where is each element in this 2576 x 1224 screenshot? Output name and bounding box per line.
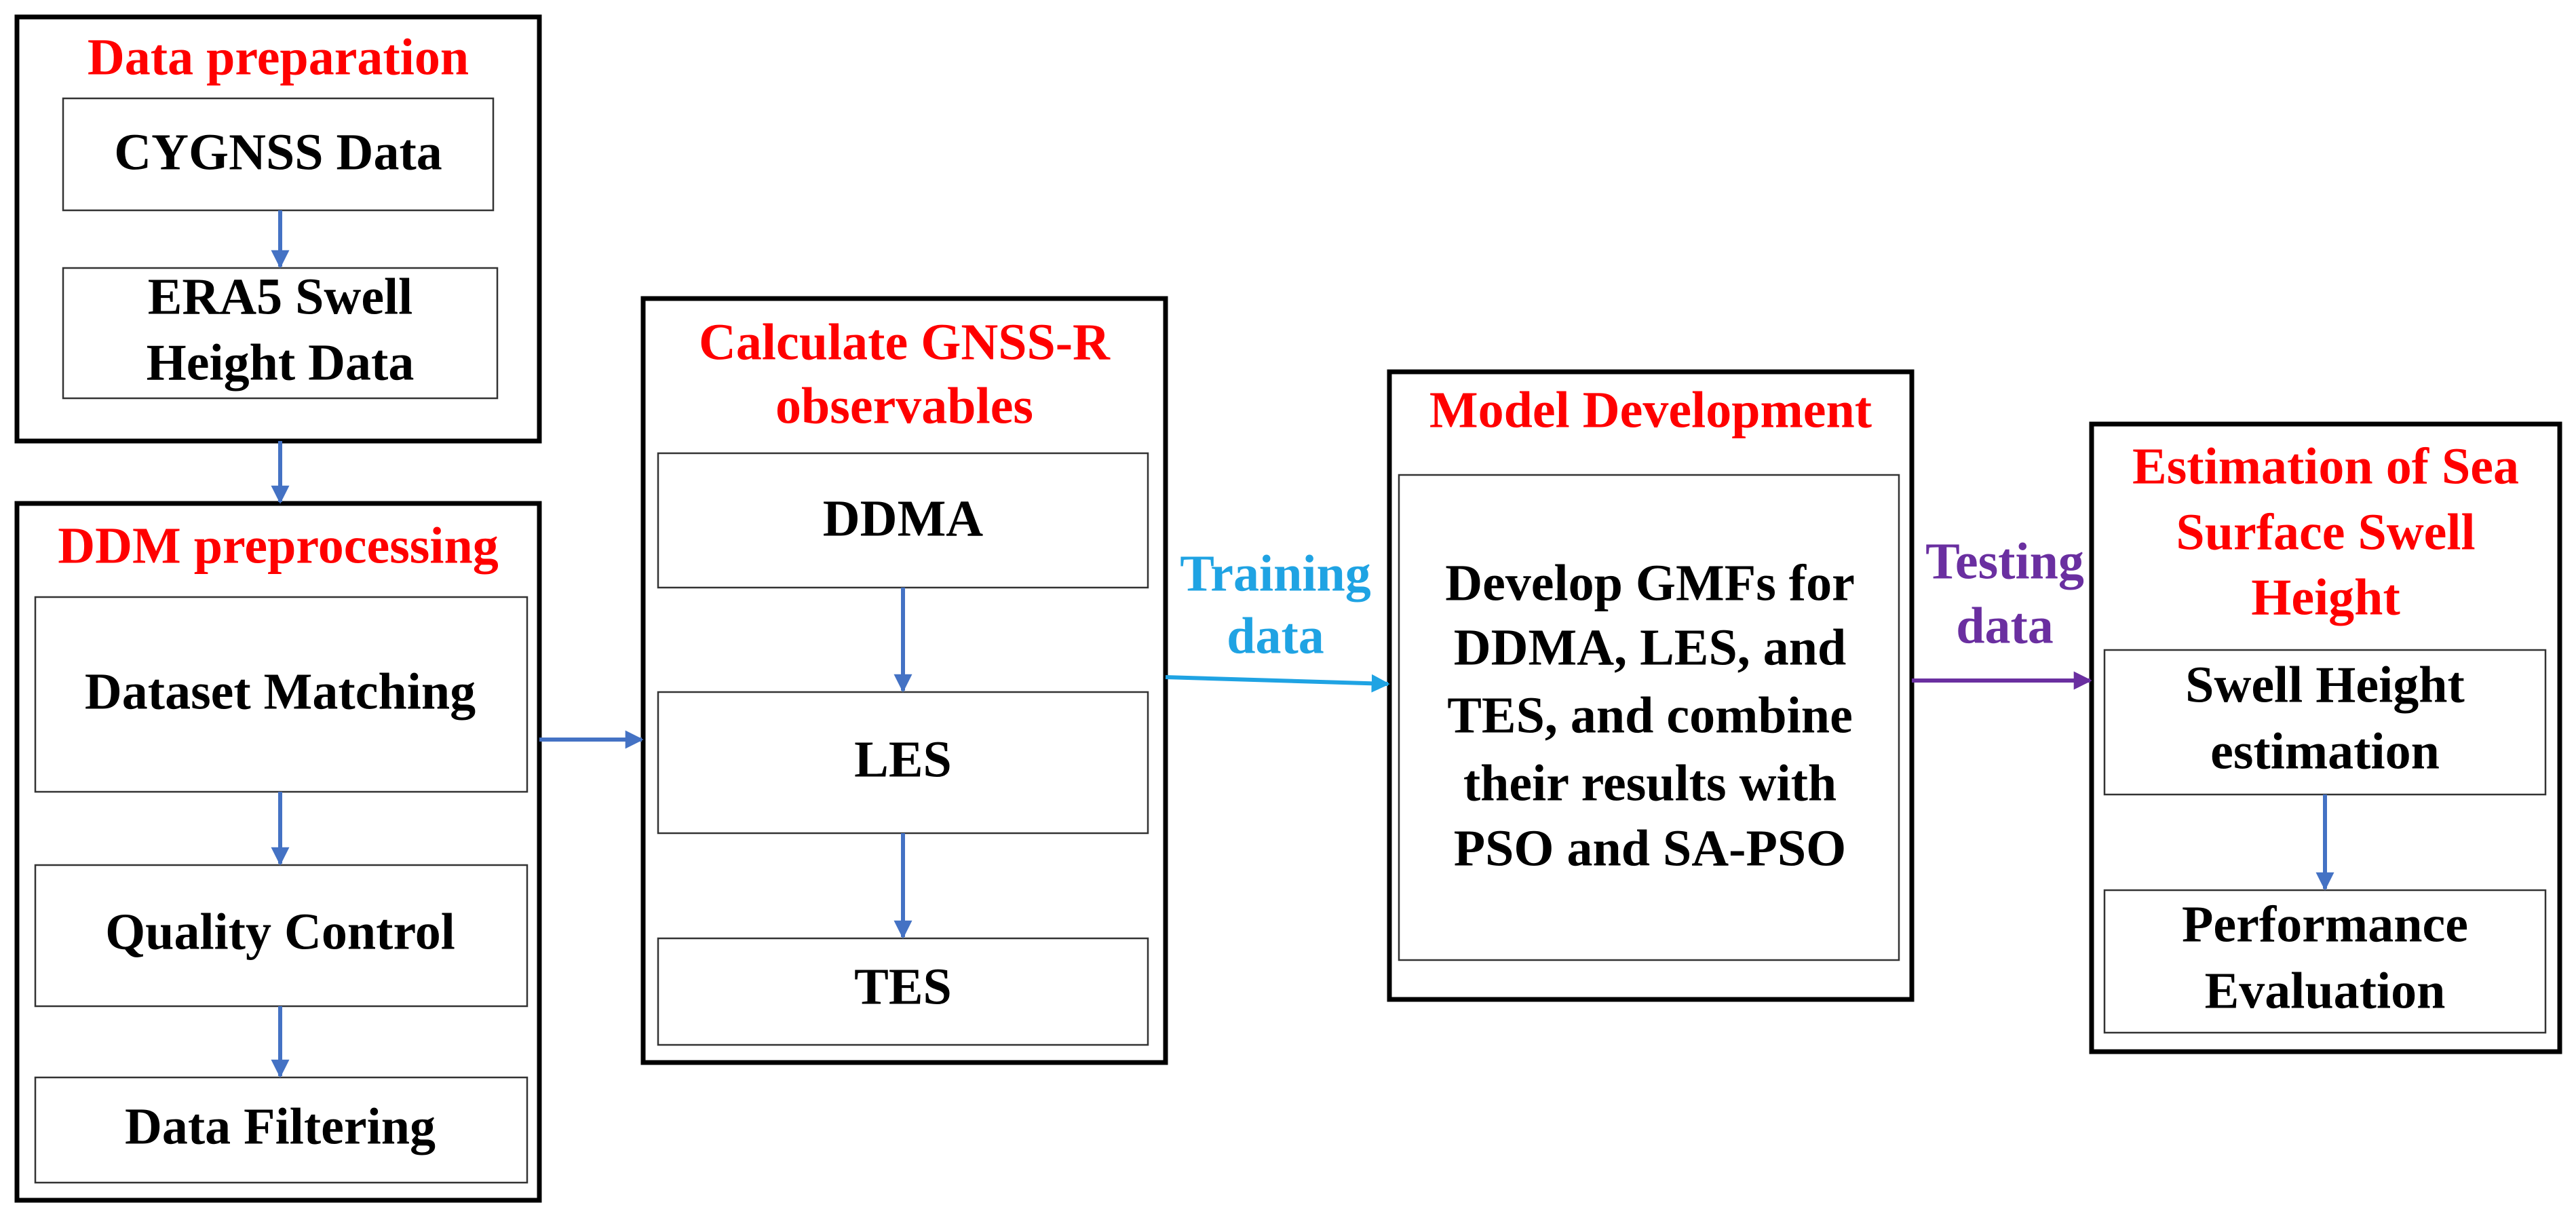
develop-gmfs-line2: DDMA, LES, and (1454, 619, 1847, 676)
data-preparation-title: Data preparation (88, 28, 469, 85)
tes-box (657, 937, 1149, 1046)
performance-evaluation-line1: Performance (2182, 896, 2468, 953)
tes-label: TES (854, 958, 952, 1015)
data-preparation-group: Data preparation CYGNSS Data ERA5 Swell … (14, 14, 542, 444)
estimation-title-line3: Height (2251, 569, 2400, 626)
develop-gmfs-line3: TES, and combine (1447, 687, 1853, 744)
era5-label-line1: ERA5 Swell (148, 268, 413, 325)
dataset-matching-box (34, 596, 528, 793)
performance-evaluation-line2: Evaluation (2205, 962, 2446, 1019)
data-filtering-label: Data Filtering (125, 1098, 436, 1155)
era5-swell-height-box (62, 267, 499, 400)
quality-control-label: Quality Control (105, 903, 455, 960)
flow-arrows (271, 210, 2334, 1078)
gnss-r-title-line1: Calculate GNSS-R (699, 313, 1111, 370)
testing-data-label-line1: Testing (1925, 533, 2084, 590)
les-box (657, 691, 1149, 835)
training-data-label-line1: Training (1180, 545, 1371, 602)
era5-label-line2: Height Data (147, 334, 415, 391)
develop-gmfs-line1: Develop GMFs for (1445, 554, 1855, 611)
model-development-group: Model Development Develop GMFs for DDMA,… (1387, 369, 1915, 1002)
estimation-title-line1: Estimation of Sea (2132, 438, 2519, 495)
testing-data-label-line2: data (1956, 597, 2054, 654)
develop-gmfs-line5: PSO and SA-PSO (1454, 820, 1847, 877)
data-filtering-box (34, 1076, 528, 1184)
swell-height-estimation-line1: Swell Height (2185, 656, 2465, 713)
estimation-title-line2: Surface Swell (2176, 503, 2475, 560)
quality-control-box (34, 864, 528, 1008)
training-data-edge: Training data (1165, 545, 1390, 693)
dataset-matching-label: Dataset Matching (85, 663, 476, 720)
arrow-training-data (1165, 674, 1390, 693)
cygnss-data-label: CYGNSS Data (114, 123, 442, 180)
performance-evaluation-box (2103, 889, 2547, 1034)
ddma-box (657, 452, 1149, 589)
ddm-preprocessing-title: DDM preprocessing (58, 517, 499, 574)
testing-data-edge: Testing data (1912, 533, 2092, 690)
swell-height-estimation-box (2103, 649, 2547, 796)
ddma-label: DDMA (823, 490, 984, 547)
develop-gmfs-line4: their results with (1463, 754, 1837, 811)
training-data-label-line2: data (1227, 607, 1324, 664)
cygnss-data-box (62, 97, 495, 212)
swell-height-estimation-line2: estimation (2210, 723, 2440, 780)
gnss-r-title-line2: observables (775, 377, 1033, 434)
les-label: LES (854, 731, 952, 788)
estimation-group: Estimation of Sea Surface Swell Height S… (2089, 421, 2562, 1054)
model-development-title: Model Development (1429, 381, 1872, 438)
develop-gmfs-box (1398, 474, 1900, 961)
